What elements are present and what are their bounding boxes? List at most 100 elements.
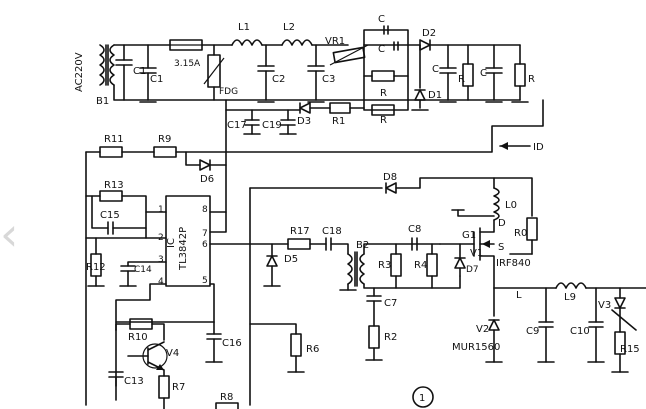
pin5: 5 <box>202 276 208 286</box>
d2-label: D2 <box>422 28 436 39</box>
r3-resistor: R3 <box>378 243 402 289</box>
c-out-1: C <box>432 44 457 101</box>
v2-part-label: MUR1560 <box>452 342 500 353</box>
r4-label: R4 <box>414 260 427 271</box>
r17-resistor: R17 <box>287 226 311 250</box>
c15-label: C15 <box>100 210 120 221</box>
d2-diode: D2 <box>407 28 521 51</box>
r11-resistor: R11 <box>99 134 124 158</box>
c3-label: C3 <box>322 74 335 85</box>
r12-label: R12 <box>86 262 106 273</box>
vr1-varistor: VR1 <box>325 36 369 66</box>
c7-label: C7 <box>384 298 397 309</box>
l9-inductor: L9 <box>555 282 587 303</box>
r8-resistor: R8 <box>215 392 239 409</box>
r10-resistor: R10 <box>128 318 165 343</box>
c2-label: C2 <box>272 74 285 85</box>
mosfet-part-label: IRF840 <box>496 258 531 269</box>
r0-resistor: R0 <box>509 217 538 255</box>
d3-diode: D3 <box>297 102 331 127</box>
b1-secondary-coil <box>109 44 115 86</box>
r-bridge-1: R <box>363 70 409 99</box>
mosfet-irf840: D S IRF840 <box>473 218 531 289</box>
c-out1-label: C <box>432 64 439 75</box>
wire <box>115 323 131 331</box>
v2-diode: V2 MUR1560 <box>452 287 503 363</box>
d1-diode: D1 <box>414 44 442 109</box>
l1-label: L1 <box>238 22 250 33</box>
wire <box>363 29 409 46</box>
mosfet-d-label: D <box>498 218 506 229</box>
d5-diode: D5 <box>263 243 298 287</box>
r10-label: R10 <box>128 332 148 343</box>
mains-input: AC220V B1 <box>74 44 115 107</box>
r6-label: R6 <box>306 344 319 355</box>
c19-capacitor: C19 <box>262 109 297 135</box>
l2-inductor: L2 <box>281 22 313 46</box>
pin3: 3 <box>158 255 164 265</box>
r1-label: R1 <box>332 116 345 127</box>
c-top-1: C <box>378 14 389 35</box>
c10-label: C10 <box>570 326 590 337</box>
r11-label: R11 <box>104 134 124 145</box>
r-out2-label: R <box>528 74 535 85</box>
c8-capacitor: C8 <box>408 224 421 251</box>
l-output-inductor: L <box>516 290 522 301</box>
fdg-label: FDG <box>219 87 238 97</box>
b2-transformer: B2 <box>339 240 369 291</box>
d1-label: D1 <box>428 90 442 101</box>
r9-label: R9 <box>158 134 171 145</box>
ic-name: IC <box>166 238 177 248</box>
fdg-varistor: FDG <box>203 44 238 101</box>
pin8: 8 <box>202 205 208 215</box>
v4-label: V4 <box>166 348 179 359</box>
ground-symbols <box>139 101 529 111</box>
c16-capacitor: C16 <box>205 321 242 363</box>
c13-capacitor: C13 <box>108 371 144 401</box>
b1-label: B1 <box>96 96 109 107</box>
r0-label: R0 <box>514 228 527 239</box>
d7-diode: D7 <box>454 243 479 277</box>
r6-resistor: R6 <box>287 333 319 373</box>
l0-inductor: L0 <box>493 187 517 221</box>
c9-capacitor: C9 <box>526 287 555 363</box>
c-top-2: C <box>378 41 399 55</box>
v3-zener: V3 <box>598 287 637 333</box>
c8-label: C8 <box>408 224 421 235</box>
r1-resistor: R1 <box>329 102 365 127</box>
g1-label: G1 <box>462 230 476 241</box>
r7-resistor: R7 <box>158 375 185 409</box>
id-label: ID <box>533 142 544 153</box>
pin1: 1 <box>158 205 164 215</box>
l1-inductor: L1 <box>231 22 263 46</box>
c18-label: C18 <box>322 226 342 237</box>
r-bridge1-label: R <box>380 88 387 99</box>
c-top1-label: C <box>378 14 385 25</box>
pin4: 4 <box>158 277 164 287</box>
c1-label: C1 <box>133 66 146 77</box>
fuse-label: 3.15A <box>174 59 201 69</box>
prev-page-chevron[interactable]: ‹ <box>0 207 18 261</box>
c9-label: C9 <box>526 326 539 337</box>
mains-label: AC220V <box>74 52 85 92</box>
c18-capacitor: C18 <box>322 226 349 255</box>
r9-resistor: R9 <box>153 134 177 158</box>
c10-capacitor: C10 <box>570 287 605 363</box>
ground-rail <box>113 84 521 101</box>
c14-capacitor: C14 <box>119 261 167 287</box>
v3-label: V3 <box>598 300 611 311</box>
r-out-1: R <box>458 44 474 101</box>
c13-label: C13 <box>124 376 144 387</box>
c1b-label: C1 <box>150 74 163 85</box>
l2-label: L2 <box>283 22 295 33</box>
ic-tl3842p: IC TL3842P 1 2 3 4 5 6 7 8 <box>158 195 211 287</box>
d7-label: D7 <box>466 265 479 275</box>
r2-label: R2 <box>384 332 397 343</box>
c1b-capacitor: C1 <box>139 44 163 101</box>
r15-label: R15 <box>620 344 640 355</box>
b1-primary-coil <box>99 44 105 86</box>
figure-number-text: 1 <box>419 393 425 404</box>
r13-resistor: R13 <box>99 180 124 202</box>
